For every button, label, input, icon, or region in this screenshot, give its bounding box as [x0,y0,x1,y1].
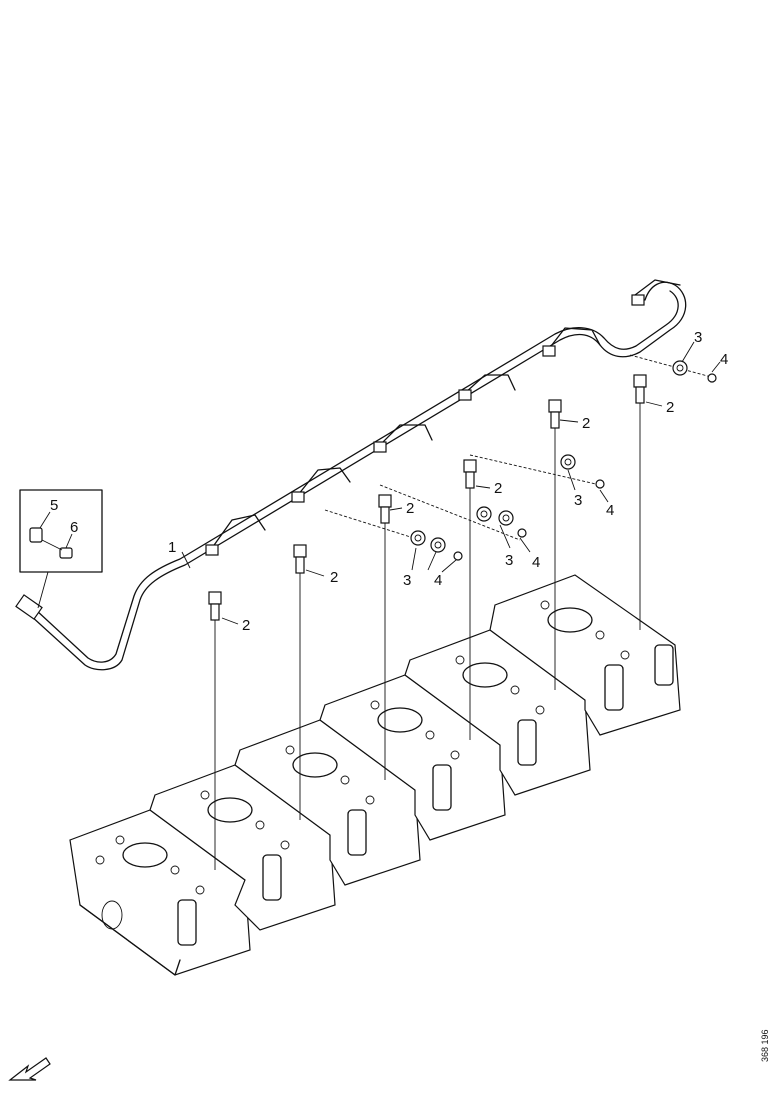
callout-2: 2 [494,480,502,497]
screw [595,479,605,489]
callout-2: 2 [330,569,338,586]
screw [453,551,463,561]
detail-inset-frame [19,489,103,573]
direction-arrow-icon [8,1057,51,1081]
clamp [476,506,492,522]
cylinder-heads [69,574,681,976]
callout-3: 3 [694,329,702,346]
reference-code: 368 196 [760,1029,770,1062]
cylinder-head-6 [489,574,681,736]
callout-1: 1 [168,539,176,556]
callout-3: 3 [403,572,411,589]
clamp [498,510,514,526]
bolt [293,544,307,820]
callout-6: 6 [70,519,78,536]
callout-4: 4 [532,554,540,571]
pipe-fitting [542,345,556,357]
callout-2: 2 [666,399,674,416]
callout-3: 3 [574,492,582,509]
pipe-inlet-nut [15,594,43,620]
pipe-fitting [373,441,387,453]
clamp [410,530,426,546]
pipe-fitting [458,389,472,401]
bolt [378,494,392,780]
bolt [548,399,562,690]
callout-4: 4 [720,351,728,368]
bolt [208,591,222,870]
clamp [430,537,446,553]
screw [517,528,527,538]
detail-part-upper [29,527,43,543]
clamp [672,360,688,376]
callout-leaders [39,341,721,625]
bolt [463,459,477,740]
callout-2: 2 [406,500,414,517]
screw [707,373,717,383]
clamps-and-screws [324,354,717,561]
pipe-fitting [205,544,219,556]
callout-2: 2 [242,617,250,634]
callout-4: 4 [606,502,614,519]
detail-inset [19,489,103,609]
bolts [208,374,647,870]
clamp [560,454,576,470]
pipe-fitting [291,491,305,503]
bolt [633,374,647,630]
callout-5: 5 [50,497,58,514]
fuel-pipe [15,279,687,671]
callout-4: 4 [434,572,442,589]
callout-labels: 1 2 2 2 2 2 2 3 3 3 3 4 4 4 4 5 6 [50,329,728,634]
callout-2: 2 [582,415,590,432]
callout-3: 3 [505,552,513,569]
pipe-fitting [631,294,645,306]
